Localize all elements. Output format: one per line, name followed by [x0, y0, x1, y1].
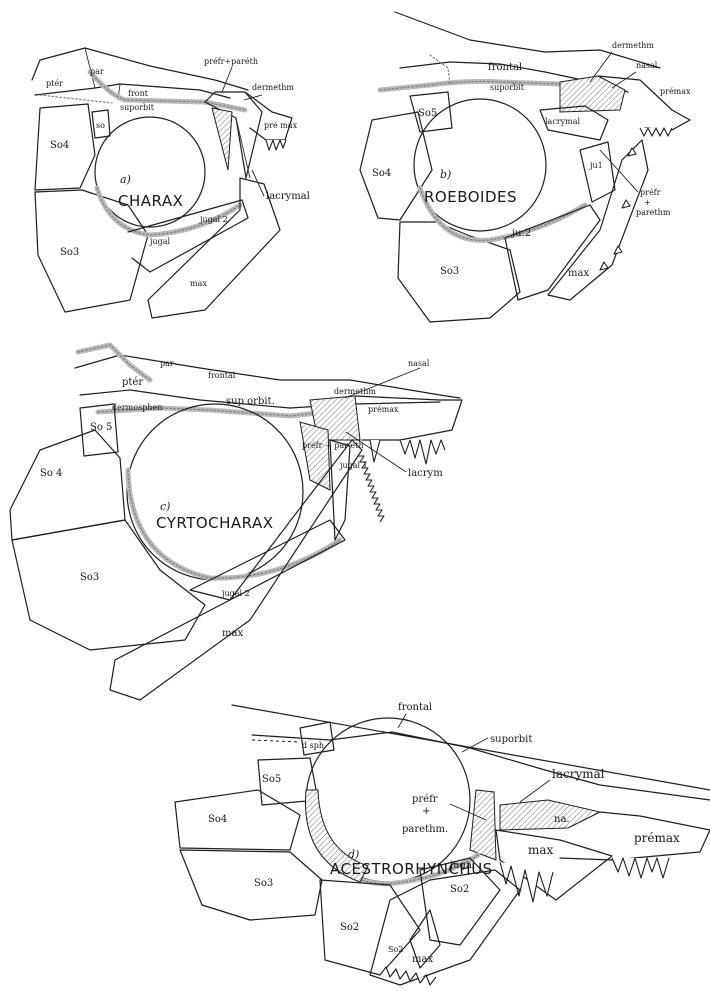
label-lacrymal-b: lacrymal [545, 117, 581, 126]
label-so5-b: So5 [418, 108, 437, 119]
label-premax-c: prémax [368, 405, 399, 414]
panel-roeboides [360, 12, 690, 322]
label-plus-d: + [422, 806, 430, 817]
label-prefr-par-eth-c: préfr + par eth [302, 441, 364, 450]
panel-cyrtocharax-labels: par ptér frontal nasal dermethm prémax d… [40, 359, 443, 639]
label-suporbit-c: sup orbit. [226, 396, 275, 407]
label-so4-c: So 4 [40, 468, 62, 479]
label-frontal-d: frontal [398, 702, 432, 713]
label-parethm-b: parethm [636, 208, 671, 217]
label-so4-d: So4 [208, 814, 227, 825]
panel-roeboides-labels: frontal dermethm nasal prémax suporbit S… [372, 41, 691, 279]
label-jugal2-c: jugal 2 [221, 589, 250, 598]
panel-charax-labels: ptér par front suporbit préfr+paréth der… [46, 57, 310, 288]
label-max-b: max [568, 268, 589, 279]
label-frontal-b: frontal [488, 62, 522, 73]
label-jugal: jugal [149, 237, 171, 246]
label-jugal2: jugal 2 [199, 215, 228, 224]
label-nasal-c: nasal [408, 359, 430, 368]
label-dermethm-b: dermethm [612, 41, 654, 50]
label-frontal-c: frontal [208, 371, 236, 380]
label-parethm-d: parethm. [402, 824, 448, 835]
label-premax-b: prémax [660, 87, 691, 96]
label-premax: pré max [264, 121, 298, 130]
label-ju2-b: ju.2 [511, 228, 531, 239]
label-lacrymal: lacrymal [266, 191, 310, 202]
label-front: front [128, 89, 149, 98]
panel-acestrorhynchus [175, 705, 710, 985]
label-dermethm: dermethm [252, 83, 294, 92]
label-so3: So3 [60, 247, 79, 258]
panel-d-title: ACESTRORHYNCHUS [330, 860, 493, 878]
panel-c-tag: c) [160, 500, 170, 513]
label-lacrym-c: lacrym [408, 468, 443, 479]
label-prefr-b: préfr [640, 188, 661, 197]
label-max2-d: max [412, 954, 433, 965]
label-so5-d: So5 [262, 774, 281, 785]
label-ju1-b: ju1 [589, 161, 603, 170]
label-nasal-b: nasal [636, 61, 658, 70]
label-so4-b: So4 [372, 168, 391, 179]
label-dermosphen-c: dermosphen [112, 403, 162, 412]
label-so3-d: So3 [254, 878, 273, 889]
label-so5-c: So 5 [90, 422, 112, 433]
label-suporbit-d: suporbit [490, 734, 532, 745]
label-premax-d: prémax [634, 831, 680, 845]
label-so: so [96, 121, 105, 130]
panel-b-title: ROEBOIDES [424, 188, 517, 206]
label-so2-d: So2 [450, 884, 469, 895]
label-max-c: max [222, 628, 243, 639]
label-so2b-d: So2 [340, 922, 359, 933]
label-suporbit: suporbit [120, 103, 155, 112]
panel-b-tag: b) [440, 168, 451, 181]
label-lacrymal-d: lacrymal [552, 767, 605, 781]
label-pter: ptér [46, 79, 63, 88]
label-prefr-pareth: préfr+paréth [204, 57, 258, 66]
label-d-sph-d: d sph [302, 741, 324, 750]
label-so3-b: So3 [440, 266, 459, 277]
label-max: max [190, 279, 207, 288]
label-nasal-d: na. [554, 814, 570, 825]
label-suporbit-b: suporbit [490, 83, 525, 92]
label-so2c-d: So2 [388, 945, 403, 954]
panel-c-title: CYRTOCHARAX [156, 514, 274, 532]
label-pter-c: ptér [122, 377, 143, 388]
label-jugal1-c: jugal 1 [339, 461, 368, 470]
label-par: par [90, 67, 104, 76]
label-plus-b: + [644, 198, 651, 207]
label-so3-c: So3 [80, 572, 99, 583]
panel-a-title: CHARAX [118, 192, 183, 210]
label-prefr-d: préfr [412, 794, 438, 805]
panel-a-tag: a) [120, 173, 131, 186]
label-par-c: par [160, 359, 174, 368]
label-max-d: max [528, 843, 554, 857]
label-so4: So4 [50, 140, 69, 151]
